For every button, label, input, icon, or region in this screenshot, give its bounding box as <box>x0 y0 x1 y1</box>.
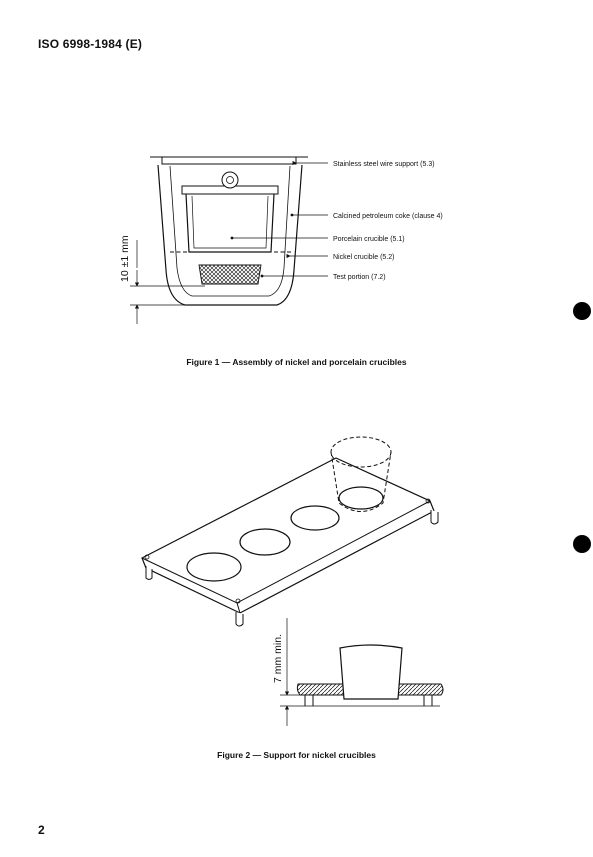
document-header: ISO 6998-1984 (E) <box>38 37 143 51</box>
page-number: 2 <box>38 823 45 837</box>
figure-2-caption: Figure 2 — Support for nickel crucibles <box>217 750 376 760</box>
nickel-crucible-dashed <box>330 436 392 512</box>
label-test-portion: Test portion (7.2) <box>333 274 386 281</box>
nickel-crucible <box>157 164 303 306</box>
test-portion <box>198 264 262 285</box>
label-nickel: Nickel crucible (5.2) <box>333 254 394 261</box>
support-section <box>280 618 444 726</box>
dimension-10mm: 10 ±1 mm <box>119 235 131 282</box>
punch-hole-dot <box>573 302 591 320</box>
figure-1-caption: Figure 1 — Assembly of nickel and porcel… <box>186 357 407 367</box>
support-plate <box>141 457 439 627</box>
porcelain-crucible <box>170 171 292 253</box>
label-support: Stainless steel wire support (5.3) <box>333 161 435 168</box>
punch-hole-dot <box>573 535 591 553</box>
wire-support <box>150 156 308 165</box>
label-coke: Calcined petroleum coke (clause 4) <box>333 213 443 220</box>
dimension-7mm: 7 mm min. <box>272 634 284 683</box>
label-porcelain: Porcelain crucible (5.1) <box>333 236 405 243</box>
